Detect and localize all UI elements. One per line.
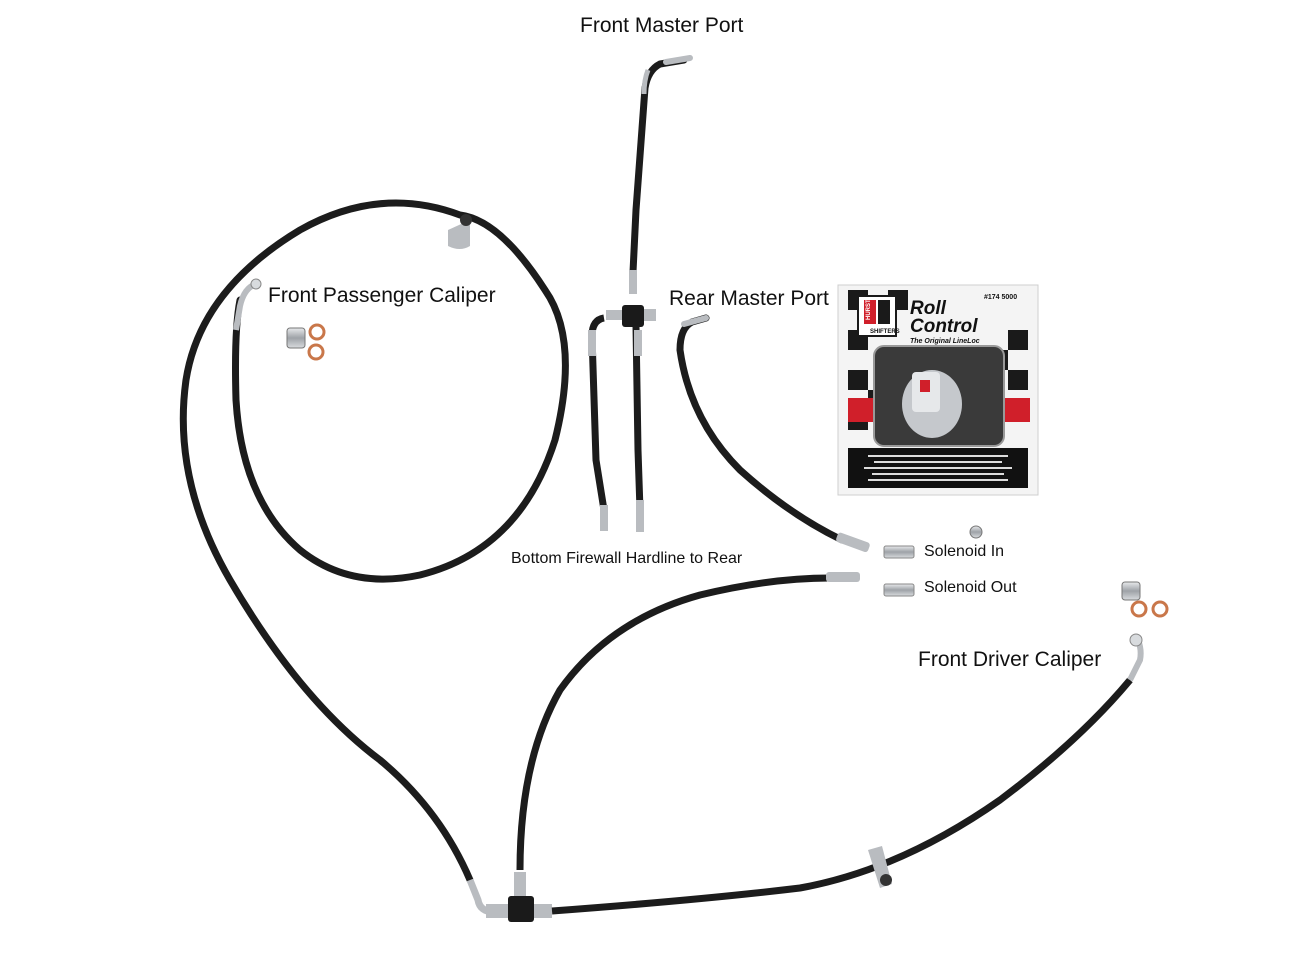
label-front-master-port: Front Master Port <box>580 14 744 37</box>
label-rear-master-port: Rear Master Port <box>669 287 829 310</box>
bottom-tee-assembly <box>466 572 1144 922</box>
fitting <box>629 270 637 294</box>
label-front-passenger-caliper: Front Passenger Caliper <box>268 284 496 307</box>
box-part-number: #174 5000 <box>984 294 1017 301</box>
label-solenoid-out: Solenoid Out <box>924 579 1017 596</box>
solenoid-fittings <box>883 525 983 597</box>
box-logo-sub: SHIFTERS <box>870 329 900 335</box>
label-bottom-firewall: Bottom Firewall Hardline to Rear <box>511 550 743 567</box>
roll-control-box: SHIFTERS HURST #174 5000 Roll Control Th… <box>837 284 1039 496</box>
box-brand-line1: Roll <box>910 298 947 319</box>
label-solenoid-in: Solenoid In <box>924 543 1005 560</box>
firewall-hardlines <box>588 314 644 532</box>
rear-master-line <box>676 314 870 553</box>
passenger-caliper-line <box>179 199 569 884</box>
passenger-banjo-hardware <box>286 323 326 361</box>
master-tee <box>606 305 656 327</box>
front-master-line <box>629 55 693 294</box>
label-front-driver-caliper: Front Driver Caliper <box>918 648 1102 671</box>
box-brand-line2: Control <box>910 316 978 337</box>
box-tagline: The Original LineLoc <box>910 338 980 345</box>
driver-banjo-hardware <box>1121 581 1169 618</box>
box-logo-text: HURST <box>866 299 872 320</box>
